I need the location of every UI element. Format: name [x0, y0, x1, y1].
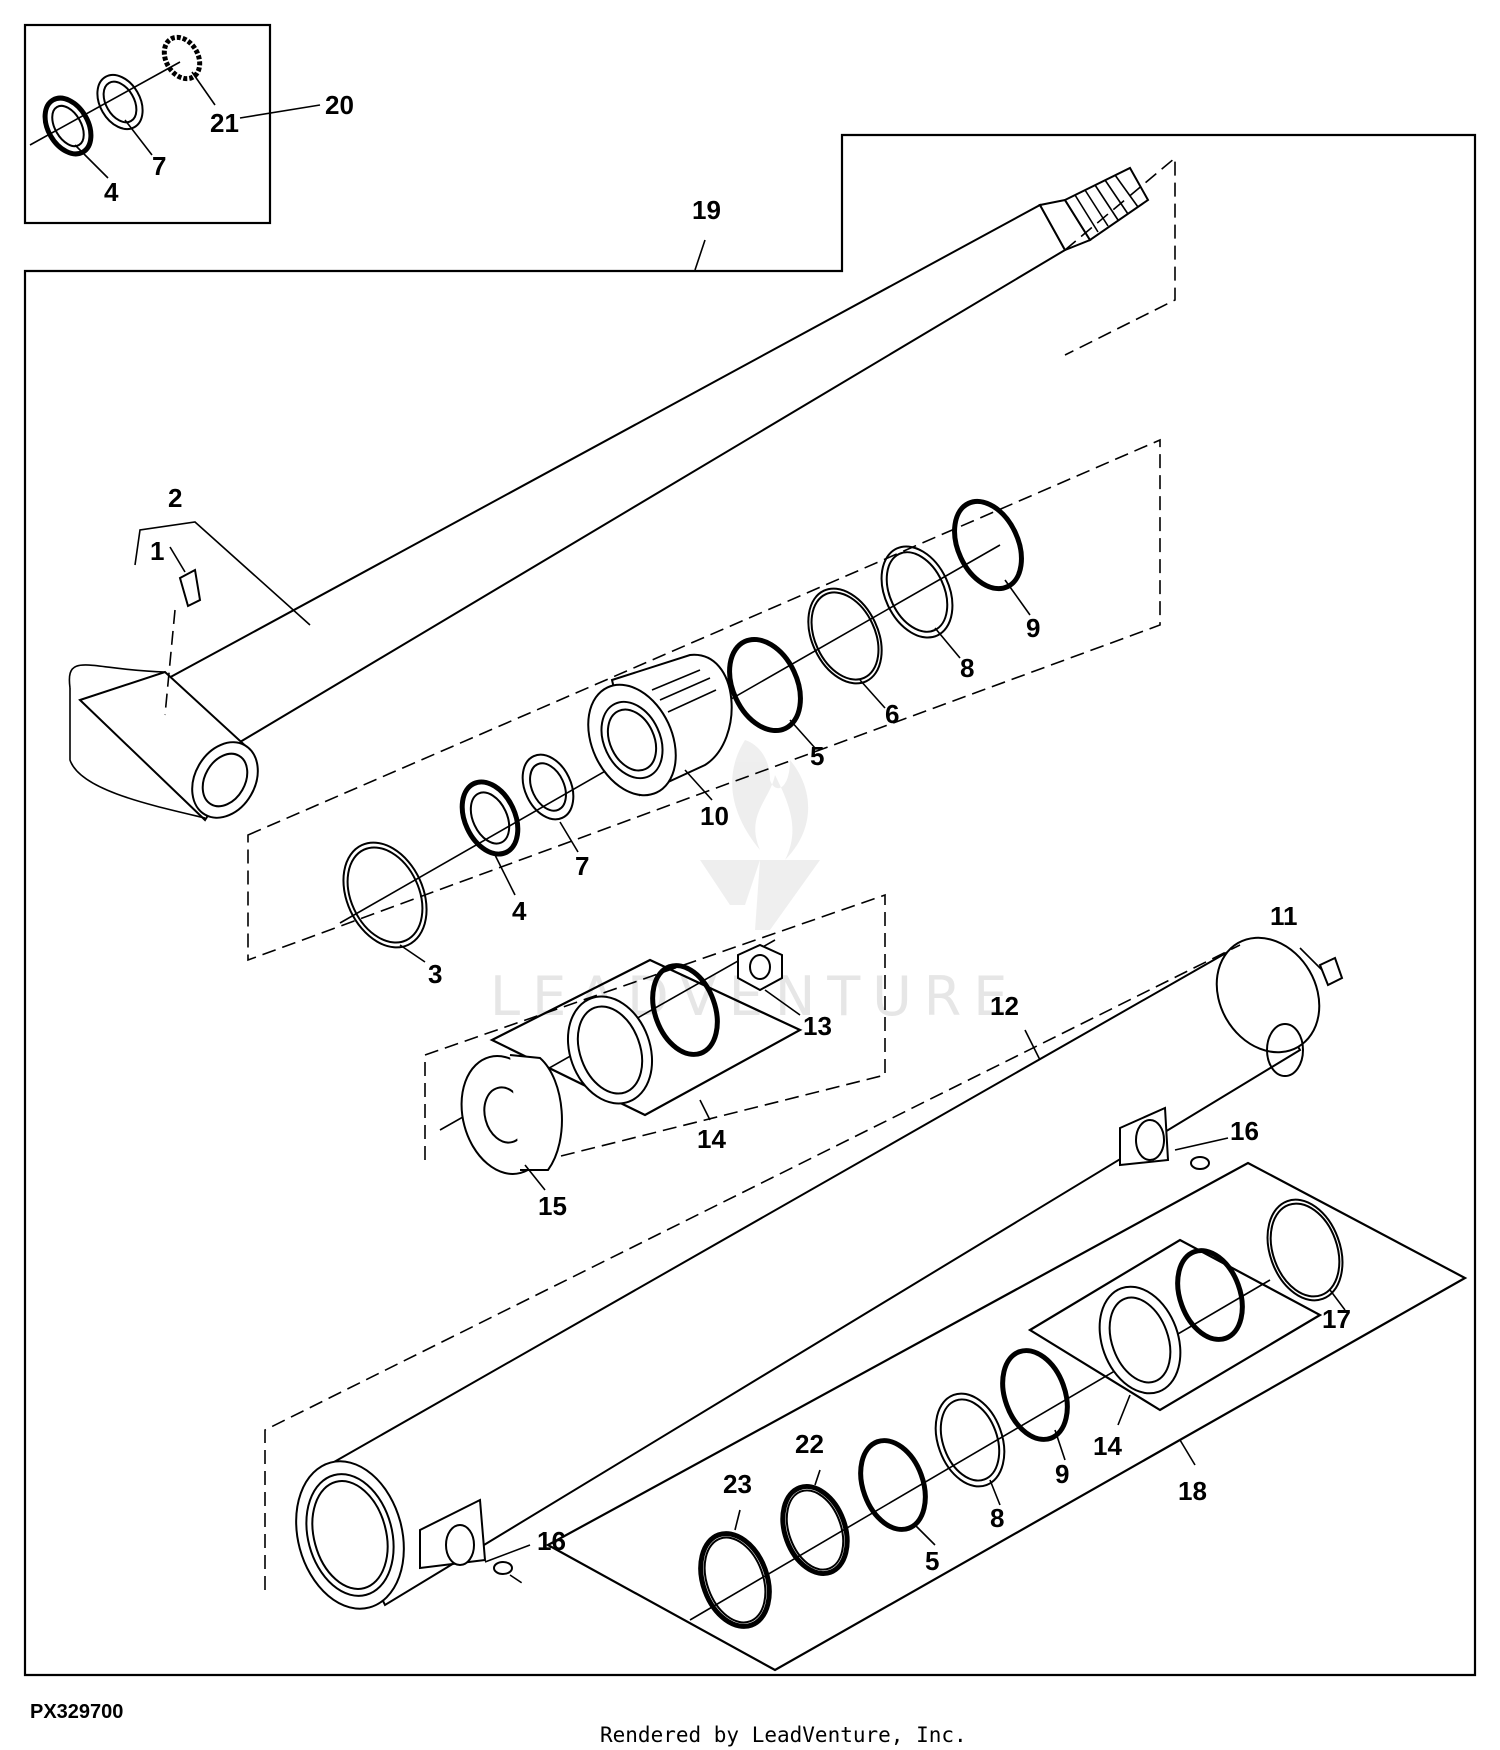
callout-1: 1 — [150, 536, 164, 566]
callout-16-right: 16 — [1230, 1116, 1259, 1146]
callout-8-upper: 8 — [960, 653, 974, 683]
dash-head-group — [424, 893, 886, 1161]
leaders-head — [524, 989, 801, 1191]
callout-21: 21 — [210, 108, 239, 138]
callout-9-upper: 9 — [1026, 613, 1040, 643]
callout-4-upper: 4 — [512, 896, 527, 926]
callout-6: 6 — [885, 699, 899, 729]
grease-fitting-1 — [164, 546, 202, 716]
callout-10: 10 — [700, 801, 729, 831]
callout-5-upper: 5 — [810, 741, 824, 771]
o-ring-16 — [484, 1137, 1229, 1586]
callout-7-inset: 7 — [152, 151, 166, 181]
callout-8-lower: 8 — [990, 1503, 1004, 1533]
callout-4-inset: 4 — [104, 177, 119, 207]
leader-12 — [1024, 1029, 1041, 1061]
dash-barrel — [264, 944, 1241, 1590]
callout-17: 17 — [1322, 1304, 1351, 1334]
inset-parts — [29, 34, 321, 179]
callout-20: 20 — [325, 90, 354, 120]
grease-fitting-11 — [1299, 947, 1344, 987]
piston-parts-upper — [342, 498, 1024, 949]
watermark-logo — [700, 740, 820, 930]
main-frame — [23, 133, 1477, 1677]
callout-14-upper: 14 — [697, 1124, 726, 1154]
callout-labels: 20 21 7 4 19 2 1 9 8 6 5 10 7 4 3 11 12 … — [104, 90, 1351, 1576]
kit-box-18 — [545, 1161, 1468, 1672]
callout-9-lower: 9 — [1055, 1459, 1069, 1489]
leaders-seal-kit — [734, 1289, 1346, 1546]
dash-rod-end — [1064, 156, 1176, 356]
dash-piston-group — [247, 438, 1161, 962]
callout-22: 22 — [795, 1429, 824, 1459]
figure-id: PX329700 — [30, 1701, 123, 1723]
seal-kit-parts — [698, 1198, 1344, 1629]
callout-7-upper: 7 — [575, 851, 589, 881]
footer-credit: Rendered by LeadVenture, Inc. — [600, 1723, 967, 1747]
leader-19 — [694, 239, 706, 271]
kit-box-14-lower — [1027, 1238, 1323, 1412]
leaders-upper — [399, 579, 1031, 963]
callout-19: 19 — [692, 195, 721, 225]
callout-12: 12 — [990, 991, 1019, 1021]
leader-2 — [134, 521, 311, 626]
callout-15: 15 — [538, 1191, 567, 1221]
callout-11: 11 — [1270, 901, 1298, 931]
head-parts — [460, 943, 783, 1175]
callout-13: 13 — [803, 1011, 832, 1041]
callout-2: 2 — [168, 483, 182, 513]
inset-box — [23, 23, 272, 225]
callout-23: 23 — [723, 1469, 752, 1499]
callout-3: 3 — [428, 959, 442, 989]
callout-5-lower: 5 — [925, 1546, 939, 1576]
piston-rod — [68, 166, 1150, 822]
callout-14-lower: 14 — [1093, 1431, 1122, 1461]
callout-18: 18 — [1178, 1476, 1207, 1506]
callout-16-left: 16 — [537, 1526, 566, 1556]
cylinder-barrel — [295, 936, 1321, 1610]
